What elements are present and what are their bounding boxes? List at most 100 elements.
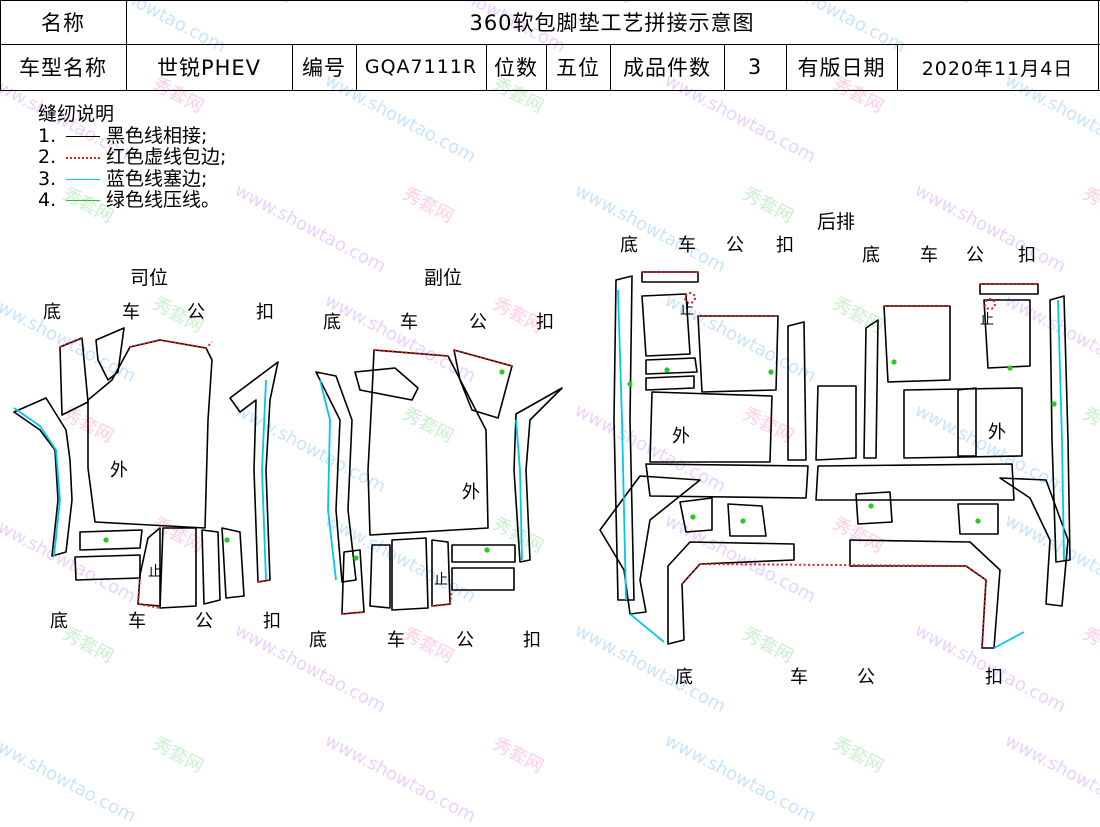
legend-swatch-blue (66, 178, 100, 180)
rear-hump-cover (727, 503, 767, 537)
legend-item: 4. 绿色线压线。 (38, 189, 226, 212)
legend-swatch-black (66, 135, 100, 137)
green-dot (891, 359, 897, 365)
rear-right-vertical-strip (957, 387, 977, 457)
rear-hump-cover (957, 503, 999, 535)
green-dot (353, 555, 359, 561)
svg-text:底: 底 (43, 302, 61, 323)
svg-text:车: 车 (128, 611, 146, 632)
rear-top-strip (641, 271, 699, 283)
svg-text:公: 公 (456, 630, 474, 651)
svg-text:扣: 扣 (776, 235, 794, 256)
legend-text: 绿色线压线。 (106, 189, 221, 211)
svg-text:公: 公 (187, 302, 205, 323)
legend-text: 蓝色线塞边; (106, 167, 208, 190)
legend-swatch-green (66, 200, 100, 202)
rear-tunnel-band (815, 463, 1015, 501)
page-title: 360软包脚垫工艺拼接示意图 (469, 11, 755, 35)
legend-item: 3. 蓝色线塞边; (38, 167, 226, 191)
green-dot (499, 369, 505, 375)
rear-left-door-strip (613, 275, 635, 601)
svg-text:车: 车 (400, 312, 418, 333)
svg-text:扣: 扣 (1018, 245, 1036, 266)
driver-stop-label: 止 (148, 564, 162, 580)
rear-left-stop-label: 止 (680, 302, 694, 318)
legend-swatch-red (66, 156, 100, 159)
rear-left-stacked-pad (645, 357, 698, 375)
rear-right-curved-sill (999, 477, 1069, 607)
rear-bottom-orientation: 底 车 公 扣 (675, 667, 1003, 688)
legend-title: 缝纫说明 (38, 103, 115, 125)
rear-right-upper-pad (983, 299, 1031, 369)
rear-right-outer-label: 外 (988, 422, 1006, 443)
driver-mat (13, 327, 279, 609)
legend-number: 1. (38, 124, 57, 147)
watermark-text: www.showtao.com (1001, 730, 1100, 827)
pieces-value: 3 (747, 55, 763, 79)
rear-upper-center-pad (697, 315, 779, 393)
green-dot (664, 367, 670, 373)
rear-center-block (863, 319, 879, 459)
section-title-rear: 后排 (817, 211, 855, 233)
driver-long-sidewall (229, 361, 279, 583)
rear-right-orientation: 底 车 公 扣 (862, 245, 1036, 266)
svg-text:公: 公 (857, 667, 875, 688)
rear-blue-edges (617, 289, 1065, 649)
section-title-passenger: 副位 (424, 267, 462, 289)
rear-left-orientation: 底 车 公 扣 (620, 235, 794, 256)
date-label: 有版日期 (797, 56, 886, 80)
svg-text:扣: 扣 (263, 611, 281, 632)
rear-left-vertical-strip (787, 321, 807, 461)
svg-text:底: 底 (323, 312, 341, 333)
green-dot (768, 369, 774, 375)
driver-side-flap (59, 337, 89, 416)
legend-text: 黑色线相接; (106, 124, 208, 147)
passenger-outer-label: 外 (462, 482, 480, 503)
legend-number: 3. (38, 167, 57, 190)
code-label: 编号 (302, 56, 346, 80)
rear-hump-cover (855, 491, 893, 525)
sewing-legend: 缝纫说明 1. 黑色线相接; 2. 红色虚线包边; 3. 蓝色线塞边; 4. 绿… (38, 103, 227, 212)
passenger-side-strip (341, 549, 365, 615)
svg-text:扣: 扣 (985, 667, 1003, 688)
svg-text:公: 公 (469, 312, 487, 333)
watermark-text: 秀套网 (829, 733, 887, 778)
svg-text:扣: 扣 (523, 630, 541, 651)
legend-number: 2. (38, 146, 57, 168)
svg-text:扣: 扣 (256, 302, 274, 323)
passenger-top-orientation: 底 车 公 扣 (323, 312, 554, 333)
watermark-text: www.showtao.com (661, 730, 819, 827)
svg-text:车: 车 (387, 630, 405, 651)
watermark-text: 秀套网 (489, 733, 547, 778)
driver-door-sill (13, 397, 73, 557)
green-dot (690, 514, 696, 520)
rear-tunnel-band (645, 463, 809, 499)
passenger-bottom-orientation: 底 车 公 扣 (309, 630, 541, 651)
rear-right-stop-label: 止 (980, 312, 994, 328)
legend-text: 红色虚线包边; (106, 146, 227, 168)
driver-outer-label: 外 (110, 460, 128, 481)
svg-text:公: 公 (726, 235, 744, 256)
svg-text:公: 公 (195, 611, 213, 632)
rear-mat (599, 271, 1071, 649)
driver-side-strip (201, 529, 221, 605)
rear-upper-center-pad (883, 305, 951, 383)
green-dot (975, 518, 981, 524)
rear-center-block (815, 385, 857, 461)
green-dot (1051, 401, 1057, 407)
model-label: 车型名称 (19, 56, 107, 80)
passenger-mat (315, 349, 563, 615)
rear-green-dots (627, 359, 1057, 524)
passenger-long-sidewall (315, 371, 357, 583)
date-value: 2020年11月4日 (921, 57, 1074, 80)
rear-right-door-strip (1049, 295, 1071, 563)
green-dot (868, 503, 874, 509)
driver-bottom-orientation: 底 车 公 扣 (50, 611, 281, 632)
passenger-center-strip (391, 537, 429, 611)
watermark-text: www.showtao.com (0, 730, 140, 827)
green-dot (627, 381, 633, 387)
driver-heel-pad (79, 529, 143, 551)
svg-text:底: 底 (862, 245, 880, 266)
rear-big-footwell-right (849, 539, 1001, 649)
green-dot (224, 537, 230, 543)
